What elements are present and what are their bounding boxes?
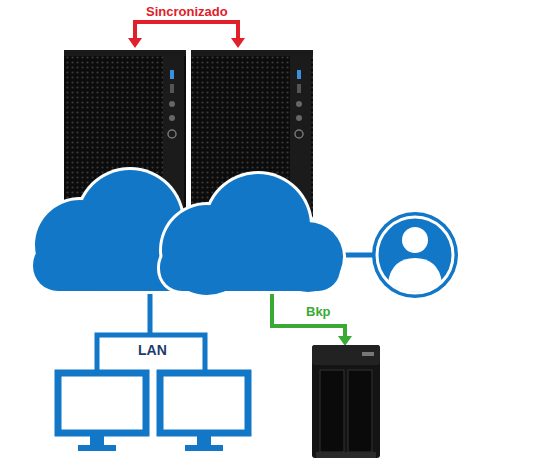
lan-label: LAN bbox=[138, 342, 167, 358]
backup-label: Bkp bbox=[306, 304, 331, 319]
monitor-icon bbox=[160, 373, 248, 451]
nas-device-part bbox=[312, 345, 380, 365]
cloud-shape-part bbox=[273, 222, 343, 292]
sync-bracket-part bbox=[128, 38, 142, 48]
server-tower-part bbox=[168, 130, 176, 138]
lan-wiring-part bbox=[97, 335, 205, 372]
lan-wiring bbox=[97, 285, 205, 372]
sync-bracket-part bbox=[231, 38, 245, 48]
server-tower-part bbox=[64, 50, 186, 56]
server-tower-part bbox=[296, 115, 302, 121]
user-icon-part bbox=[372, 212, 458, 298]
user-icon bbox=[372, 212, 458, 298]
user-icon-part-part bbox=[402, 227, 428, 253]
sync-label: Sincronizado bbox=[146, 4, 228, 19]
user-icon-part-part bbox=[388, 258, 442, 295]
user-icon-part bbox=[388, 227, 442, 295]
monitor-icon-part bbox=[185, 445, 223, 451]
monitor-icon-part bbox=[78, 445, 116, 451]
nas-device-part bbox=[362, 352, 374, 356]
nas-device-part bbox=[348, 370, 372, 452]
server-tower-part bbox=[295, 130, 303, 138]
nas-device bbox=[312, 345, 380, 458]
sync-bracket bbox=[128, 22, 245, 48]
server-tower-part bbox=[297, 70, 301, 79]
server-tower-part bbox=[169, 101, 175, 107]
backup-line-part bbox=[338, 336, 352, 346]
monitor-icon-part bbox=[197, 436, 211, 446]
server-tower-part bbox=[297, 84, 301, 93]
server-tower-part bbox=[170, 70, 174, 79]
backup-line bbox=[272, 288, 352, 346]
monitor-icon bbox=[58, 373, 146, 451]
nas-device-part bbox=[312, 345, 380, 458]
backup-line-part bbox=[272, 288, 345, 338]
server-tower-part bbox=[170, 84, 174, 93]
monitor-icon-part bbox=[90, 436, 104, 446]
nas-device-part bbox=[320, 370, 344, 452]
monitor-icon-part bbox=[160, 373, 248, 433]
server-tower-part bbox=[191, 50, 313, 56]
sync-bracket-part bbox=[135, 22, 238, 42]
server-tower-part bbox=[169, 115, 175, 121]
monitor-icon-part bbox=[58, 373, 146, 433]
cloud-shape bbox=[157, 171, 346, 298]
nas-device-part bbox=[316, 452, 376, 458]
server-tower-part bbox=[296, 101, 302, 107]
